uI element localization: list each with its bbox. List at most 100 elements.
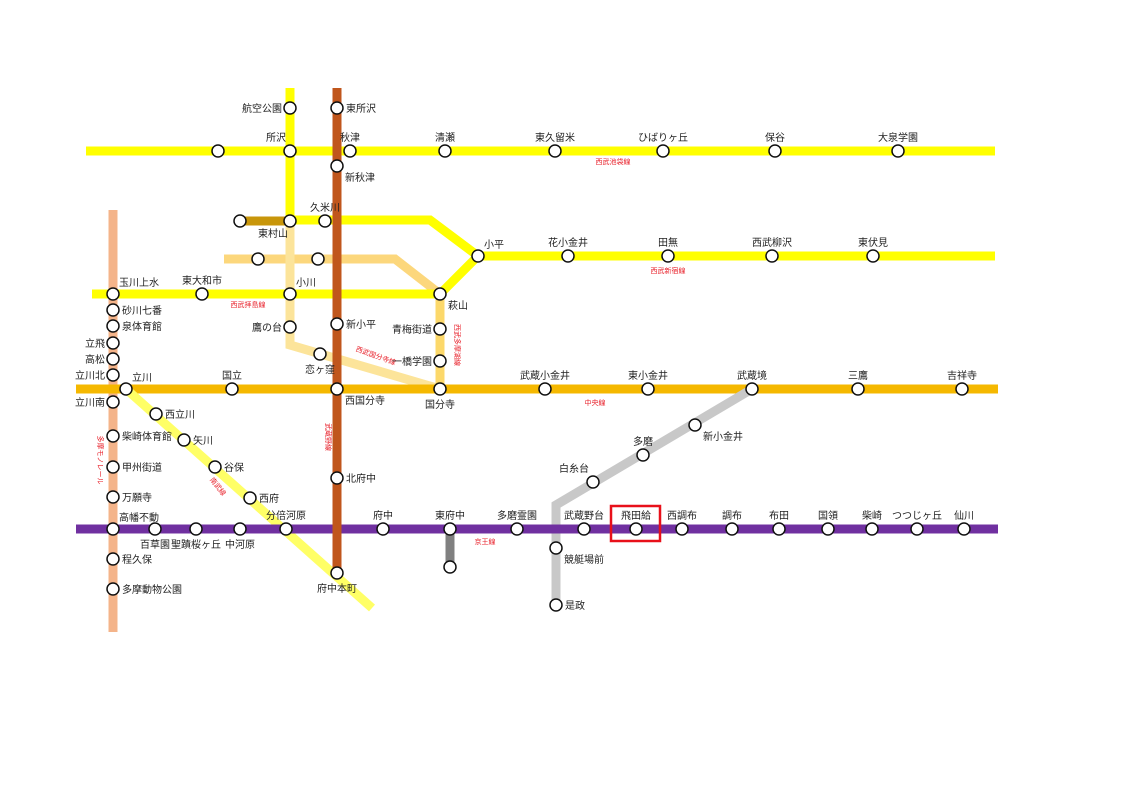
station[interactable]: 飛田給 bbox=[621, 509, 651, 536]
station[interactable]: 田無 bbox=[658, 236, 678, 263]
station-marker[interactable] bbox=[768, 144, 782, 158]
station[interactable]: 高松 bbox=[85, 352, 120, 366]
station[interactable] bbox=[443, 560, 457, 574]
station[interactable]: 武蔵小金井 bbox=[520, 369, 570, 396]
station-marker[interactable] bbox=[195, 287, 209, 301]
station[interactable]: 立飛 bbox=[85, 336, 120, 350]
station-marker[interactable] bbox=[106, 303, 120, 317]
station-marker[interactable] bbox=[549, 541, 563, 555]
station-marker[interactable] bbox=[283, 287, 297, 301]
station[interactable]: 玉川上水 bbox=[106, 277, 159, 301]
station[interactable]: 久米川 bbox=[310, 201, 340, 228]
station[interactable]: 柴崎体育館 bbox=[106, 429, 172, 443]
station[interactable]: 百草園 bbox=[140, 522, 170, 551]
station[interactable]: 多磨 bbox=[633, 435, 653, 462]
station-marker[interactable] bbox=[765, 249, 779, 263]
station[interactable]: 三鷹 bbox=[848, 369, 868, 396]
station-marker[interactable] bbox=[641, 382, 655, 396]
station[interactable]: 保谷 bbox=[765, 131, 785, 158]
station[interactable]: 多磨霊園 bbox=[497, 509, 537, 536]
station[interactable] bbox=[211, 144, 225, 158]
station-marker[interactable] bbox=[851, 382, 865, 396]
station-marker[interactable] bbox=[243, 491, 257, 505]
station-marker[interactable] bbox=[106, 552, 120, 566]
station-marker[interactable] bbox=[772, 522, 786, 536]
station-marker[interactable] bbox=[688, 418, 702, 432]
station-marker[interactable] bbox=[548, 144, 562, 158]
station[interactable]: 泉体育館 bbox=[106, 319, 162, 333]
station[interactable]: 萩山 bbox=[433, 287, 468, 312]
station[interactable] bbox=[251, 252, 265, 266]
station-marker[interactable] bbox=[510, 522, 524, 536]
station[interactable]: 青梅街道 bbox=[392, 322, 447, 336]
station[interactable]: 西武柳沢 bbox=[752, 236, 792, 263]
station-marker[interactable] bbox=[279, 522, 293, 536]
station-marker[interactable] bbox=[443, 522, 457, 536]
station-marker[interactable] bbox=[283, 144, 297, 158]
station-marker[interactable] bbox=[106, 319, 120, 333]
station[interactable]: 東所沢 bbox=[330, 101, 376, 115]
station-marker[interactable] bbox=[119, 382, 133, 396]
station[interactable]: 小平 bbox=[471, 239, 504, 263]
station[interactable]: 立川北 bbox=[75, 368, 120, 382]
station[interactable]: 新小平 bbox=[330, 317, 376, 331]
station-marker[interactable] bbox=[443, 560, 457, 574]
station[interactable]: 北府中 bbox=[330, 471, 376, 485]
station[interactable]: 東村山 bbox=[258, 214, 297, 240]
station[interactable]: 府中 bbox=[373, 509, 393, 536]
station[interactable]: 高幡不動 bbox=[106, 511, 159, 536]
station[interactable]: 万願寺 bbox=[106, 490, 152, 504]
station[interactable]: 武蔵境 bbox=[737, 369, 767, 396]
station-marker[interactable] bbox=[330, 471, 344, 485]
station[interactable]: 東大和市 bbox=[182, 274, 222, 301]
station[interactable]: 吉祥寺 bbox=[947, 369, 977, 396]
station[interactable]: 府中本町 bbox=[317, 566, 357, 595]
station[interactable]: 布田 bbox=[769, 510, 789, 536]
station[interactable]: 武蔵野台 bbox=[564, 509, 604, 536]
station-marker[interactable] bbox=[957, 522, 971, 536]
station-marker[interactable] bbox=[177, 433, 191, 447]
station-marker[interactable] bbox=[725, 522, 739, 536]
station-marker[interactable] bbox=[283, 214, 297, 228]
station[interactable]: 砂川七番 bbox=[106, 303, 162, 317]
station[interactable]: 東伏見 bbox=[858, 236, 888, 263]
station[interactable]: 競艇場前 bbox=[549, 541, 604, 566]
station-marker[interactable] bbox=[471, 249, 485, 263]
station-marker[interactable] bbox=[106, 336, 120, 350]
station[interactable]: 柴崎 bbox=[862, 509, 882, 536]
station-marker[interactable] bbox=[106, 582, 120, 596]
station[interactable]: 白糸台 bbox=[559, 462, 600, 489]
station-marker[interactable] bbox=[330, 101, 344, 115]
station-marker[interactable] bbox=[866, 249, 880, 263]
station[interactable]: 一橋学園 bbox=[392, 354, 447, 368]
station-marker[interactable] bbox=[330, 317, 344, 331]
station[interactable]: つつじヶ丘 bbox=[892, 510, 942, 536]
station[interactable]: 中河原 bbox=[225, 522, 255, 551]
station-marker[interactable] bbox=[745, 382, 759, 396]
station-marker[interactable] bbox=[106, 352, 120, 366]
station-marker[interactable] bbox=[433, 287, 447, 301]
station-marker[interactable] bbox=[106, 429, 120, 443]
station[interactable]: 鷹の台 bbox=[252, 320, 297, 334]
station[interactable]: 小川 bbox=[283, 277, 316, 301]
station[interactable]: 是政 bbox=[549, 598, 585, 612]
station-marker[interactable] bbox=[106, 287, 120, 301]
station[interactable] bbox=[311, 252, 325, 266]
station[interactable]: ひばりヶ丘 bbox=[638, 132, 688, 158]
station-marker[interactable] bbox=[251, 252, 265, 266]
station-marker[interactable] bbox=[189, 522, 203, 536]
station[interactable]: 程久保 bbox=[106, 552, 152, 566]
station-marker[interactable] bbox=[955, 382, 969, 396]
station[interactable]: 国立 bbox=[222, 369, 242, 396]
station-marker[interactable] bbox=[106, 522, 120, 536]
station[interactable] bbox=[233, 214, 247, 228]
station-marker[interactable] bbox=[636, 448, 650, 462]
station[interactable]: 矢川 bbox=[177, 433, 213, 447]
station-marker[interactable] bbox=[233, 522, 247, 536]
station-marker[interactable] bbox=[208, 460, 222, 474]
station-marker[interactable] bbox=[330, 382, 344, 396]
station-marker[interactable] bbox=[433, 322, 447, 336]
station-marker[interactable] bbox=[106, 368, 120, 382]
station[interactable]: 清瀬 bbox=[435, 131, 455, 158]
station[interactable]: 秋津 bbox=[340, 131, 360, 158]
